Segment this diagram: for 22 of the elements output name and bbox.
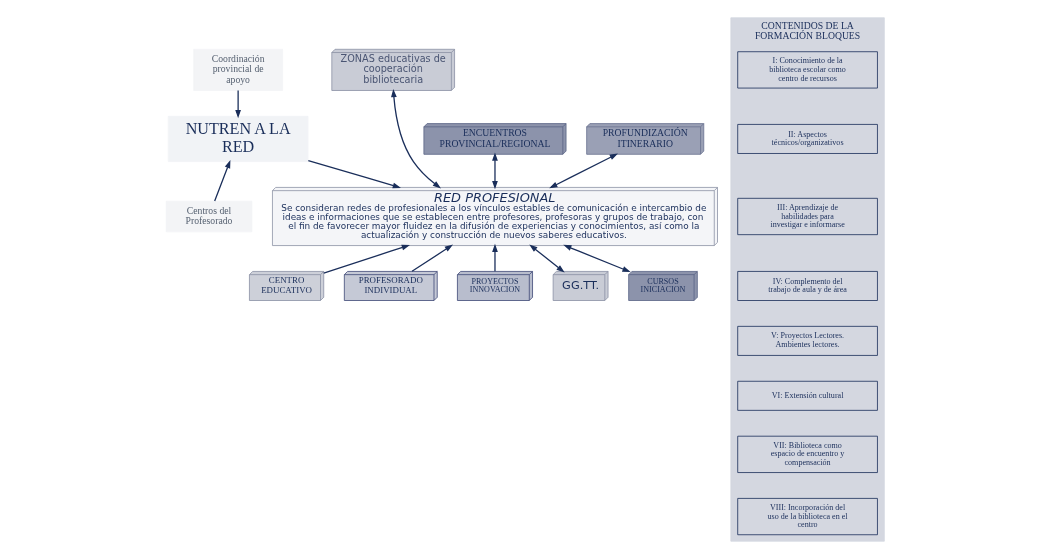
arrow [411,244,454,272]
node-box: II: Aspectos técnicos/organizativos [737,124,878,154]
node-box: VIII: Incorporación del uso de la biblioteca en el centro [737,498,878,536]
arrow [307,159,401,189]
arrow [323,244,410,274]
arrow [235,89,241,119]
arrow [214,159,231,202]
arrow [391,88,441,189]
node-box: NUTREN A LA RED [167,115,309,162]
node-box: V: Proyectos Lectores. Ambientes lectores. [737,325,878,356]
arrow [529,244,565,273]
node-box: VI: Extensión cultural [737,380,878,411]
node-box: Coordinación provincial de apoyo [193,48,283,91]
arrow [492,152,498,190]
node-box: Centros del Profesorado [165,200,253,233]
node-box: IV: Complemento del trabajo de aula y de área [737,271,878,301]
arrow [549,153,618,189]
node-box: VII: Biblioteca como espacio de encuentro y compensación [737,435,878,473]
node-box: III: Aprendizaje de habilidades para investigar e informarse [737,197,878,236]
arrow [563,244,631,273]
arrow [492,243,498,272]
node-box: I: Conocimiento de la biblioteca escolar como centro de recursos [737,51,878,89]
